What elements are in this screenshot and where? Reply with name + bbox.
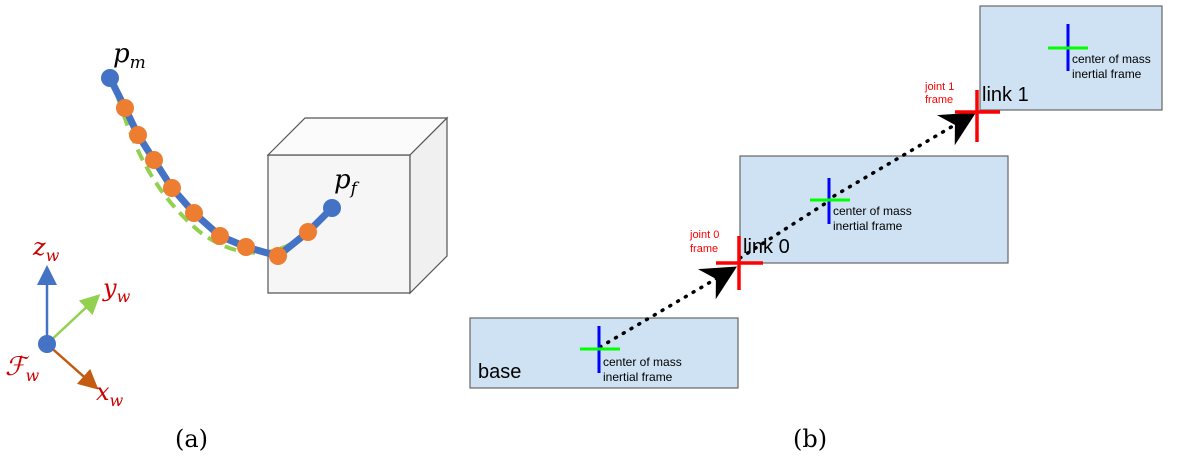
arrow-link0-com-to-joint1 bbox=[832, 112, 977, 198]
panel-a: pm pf zw yw xw ℱw (a) bbox=[5, 39, 449, 453]
waypoint bbox=[145, 151, 163, 169]
com-text-link0-2: inertial frame bbox=[833, 219, 903, 233]
arrow-base-to-joint0 bbox=[598, 266, 738, 349]
world-frame bbox=[37, 265, 101, 390]
label-link1: link 1 bbox=[982, 84, 1029, 106]
box-link1 bbox=[979, 5, 1163, 111]
joint0-cross bbox=[716, 236, 763, 290]
waypoint bbox=[237, 238, 255, 256]
y-axis bbox=[46, 294, 101, 345]
label-Fw: ℱw bbox=[5, 352, 39, 385]
caption-b: (b) bbox=[793, 425, 827, 453]
label-zw: zw bbox=[32, 233, 60, 265]
joint1-label-2: frame bbox=[925, 94, 953, 106]
x-axis bbox=[46, 343, 99, 390]
joint1-label-1: joint 1 bbox=[924, 81, 954, 93]
label-pf: pf bbox=[334, 165, 360, 199]
start-point-pm bbox=[101, 69, 119, 87]
box-base bbox=[469, 317, 739, 389]
waypoint bbox=[185, 204, 203, 222]
com-text-link1-2: inertial frame bbox=[1072, 67, 1142, 81]
waypoint bbox=[129, 126, 147, 144]
joint1-cross bbox=[955, 90, 1000, 142]
com-text-base-2: inertial frame bbox=[603, 370, 673, 384]
label-base: base bbox=[478, 361, 521, 383]
com-marker-base bbox=[580, 326, 620, 373]
label-yw: yw bbox=[102, 274, 131, 306]
waypoint bbox=[163, 179, 181, 197]
end-point-pf bbox=[323, 199, 341, 217]
frame-origin bbox=[38, 335, 56, 353]
joint0-label-2: frame bbox=[690, 243, 718, 255]
obstacle-cube bbox=[266, 116, 449, 295]
caption-a: (a) bbox=[175, 425, 208, 453]
label-pm: pm bbox=[113, 39, 146, 73]
joint0-label-1: joint 0 bbox=[689, 229, 719, 241]
label-xw: xw bbox=[96, 378, 124, 410]
waypoint bbox=[269, 247, 287, 265]
waypoints bbox=[116, 99, 317, 265]
waypoint bbox=[299, 223, 317, 241]
com-marker-link1 bbox=[1048, 24, 1088, 71]
waypoint bbox=[211, 227, 229, 245]
com-marker-link0 bbox=[810, 178, 850, 224]
com-text-link0-1: center of mass bbox=[833, 204, 912, 218]
com-text-link1-1: center of mass bbox=[1072, 52, 1151, 66]
com-text-base-1: center of mass bbox=[603, 355, 682, 369]
label-link0: link 0 bbox=[743, 236, 790, 258]
waypoint bbox=[116, 99, 134, 117]
panel-b: base link 0 link 1 center of mass inerti… bbox=[469, 5, 1163, 453]
arrow-joint0-to-link0-com bbox=[738, 201, 828, 260]
